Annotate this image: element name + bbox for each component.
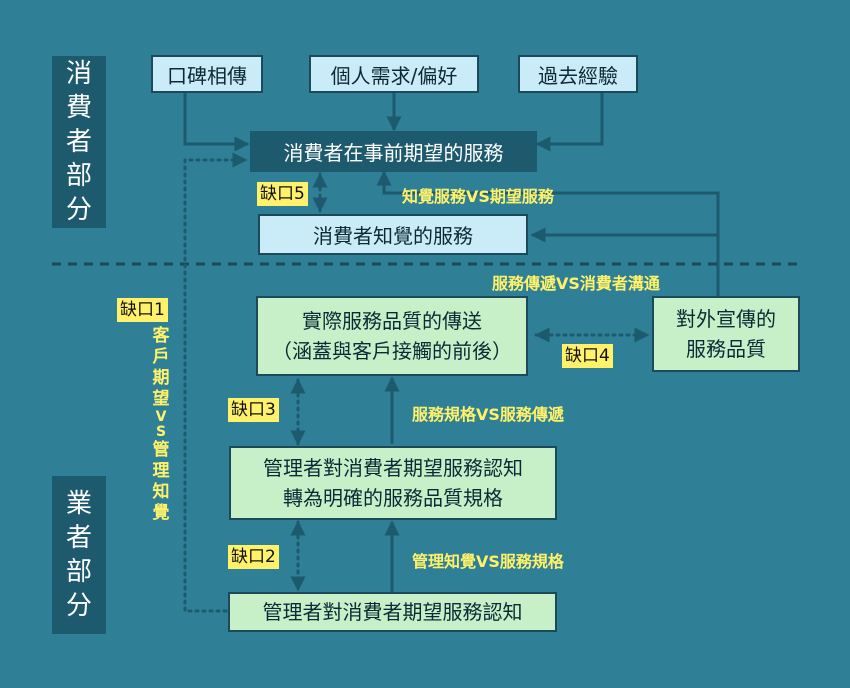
management-perception-box: 管理者對消費者期望服務認知: [228, 592, 557, 632]
service-spec-line1: 管理者對消費者期望服務認知: [263, 456, 523, 480]
provider-section-label: 業 者 部 分: [52, 476, 106, 634]
expected-service-label: 消費者在事前期望的服務: [283, 141, 504, 165]
perceived-service-box: 消費者知覺的服務: [258, 214, 528, 255]
service-delivery-box: 實際服務品質的傳送 （涵蓋與客戶接觸的前後）: [256, 296, 528, 376]
service-delivery-line1: 實際服務品質的傳送: [302, 309, 482, 333]
expected-service-box: 消費者在事前期望的服務: [250, 131, 537, 172]
service-spec-line2: 轉為明確的服務品質規格: [283, 486, 503, 510]
note-char: 知: [152, 482, 170, 502]
past-experience-label: 過去經驗: [538, 63, 618, 88]
gap1-dotted-line: [183, 152, 248, 613]
gap4-label: 缺口4: [562, 344, 613, 368]
provider-char: 分: [65, 591, 92, 621]
perceived-service-label: 消費者知覺的服務: [313, 224, 473, 248]
delivery-vs-comm-note: 服務傳遞VS消費者溝通: [492, 274, 660, 293]
note-char: 望: [152, 389, 170, 409]
note-char: 理: [152, 461, 170, 481]
note-char: 戶: [152, 347, 170, 367]
note-char: 期: [152, 368, 170, 388]
past-experience-box: 過去經驗: [518, 55, 638, 93]
consumer-char: 部: [65, 161, 92, 191]
perception-vs-spec-note: 管理知覺VS服務規格: [412, 552, 564, 571]
arrow-comm-to-expected: [376, 170, 720, 296]
spec-vs-delivery-note: 服務規格VS服務傳遞: [412, 405, 564, 424]
gap1-label: 缺口1: [117, 298, 168, 322]
provider-char: 部: [65, 557, 92, 587]
provider-char: 業: [65, 489, 92, 519]
service-spec-box: 管理者對消費者期望服務認知 轉為明確的服務品質規格: [229, 446, 557, 520]
gap5-label: 缺口5: [257, 182, 308, 206]
consumer-char: 者: [65, 127, 92, 157]
external-communication-box: 對外宣傳的 服務品質: [652, 296, 800, 372]
arrow-past-experience: [535, 92, 604, 152]
consumer-char: 消: [65, 59, 92, 89]
personal-needs-label: 個人需求/偏好: [330, 63, 458, 88]
word-of-mouth-box: 口碑相傳: [151, 55, 263, 93]
note-char: 客: [152, 326, 170, 346]
perceived-vs-expected-note: 知覺服務VS期望服務: [402, 187, 554, 206]
word-of-mouth-label: 口碑相傳: [167, 63, 247, 88]
note-char: 覺: [152, 503, 170, 523]
external-comm-line2: 服務品質: [686, 337, 766, 361]
consumer-char: 費: [65, 93, 92, 123]
management-perception-label: 管理者對消費者期望服務認知: [262, 600, 523, 624]
personal-needs-box: 個人需求/偏好: [309, 55, 479, 93]
note-char: 管: [152, 440, 170, 460]
note-char: V: [155, 409, 167, 425]
consumer-char: 分: [65, 195, 92, 225]
note-char: S: [155, 424, 167, 440]
service-delivery-line2: （涵蓋與客戶接觸的前後）: [272, 339, 512, 363]
external-comm-line1: 對外宣傳的: [676, 307, 776, 331]
arrow-word-of-mouth: [183, 92, 250, 152]
customer-vs-mgmt-note: 客 戶 期 望 V S 管 理 知 覺: [150, 326, 172, 524]
provider-char: 者: [65, 523, 92, 553]
consumer-section-label: 消 費 者 部 分: [52, 56, 106, 228]
gap3-label: 缺口3: [228, 398, 279, 422]
gap2-label: 缺口2: [228, 545, 279, 569]
